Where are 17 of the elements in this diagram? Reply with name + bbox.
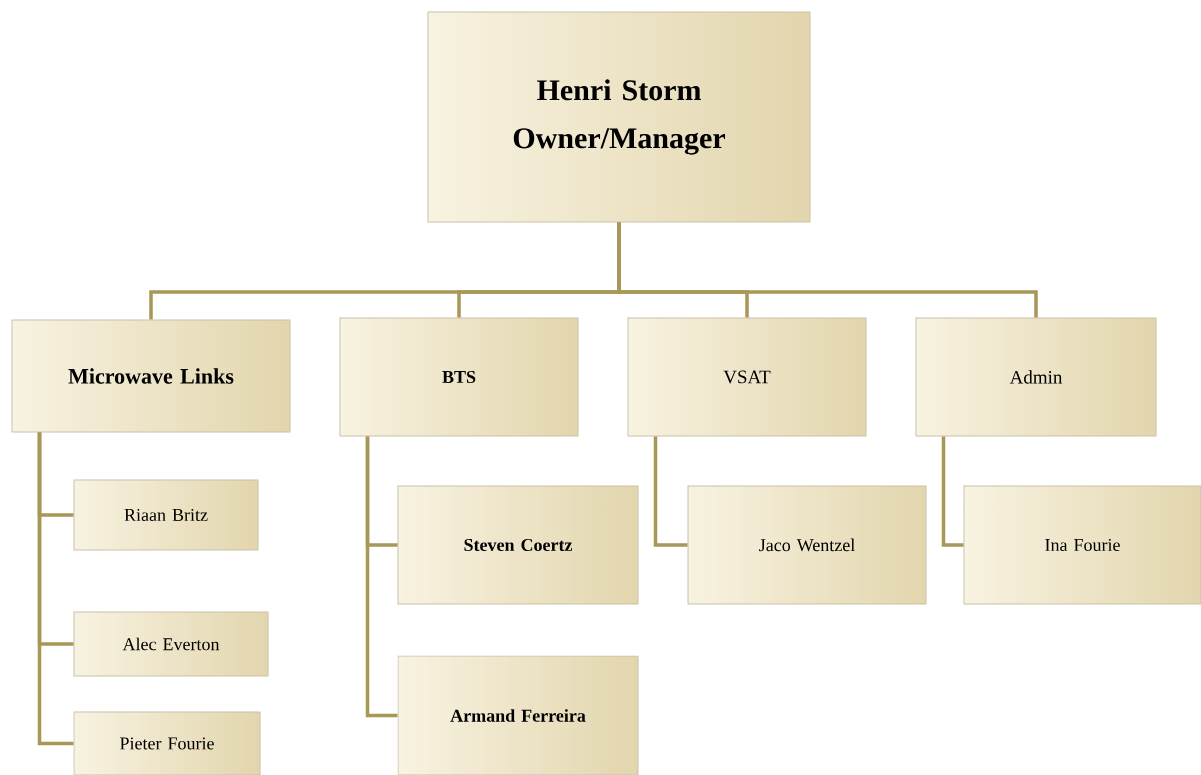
org-box: Alec Everton (73, 611, 269, 677)
org-box: VSAT (627, 317, 867, 437)
org-box: Jaco Wentzel (687, 485, 927, 605)
org-box: Microwave Links (11, 319, 291, 433)
connector-line (617, 222, 1038, 318)
org-box: Admin (915, 317, 1157, 437)
org-box: Henri Storm Owner/Manager (427, 11, 811, 223)
org-box: Steven Coertz (397, 485, 639, 605)
org-box: Armand Ferreira (397, 655, 639, 775)
org-box: Ina Fourie (963, 485, 1201, 605)
org-box: Riaan Britz (73, 479, 259, 551)
connector-line (37, 432, 74, 746)
org-box: Pieter Fourie (73, 711, 261, 775)
connector-line (653, 436, 688, 547)
connector-line (365, 436, 398, 718)
connector-line (941, 436, 964, 547)
org-box: BTS (339, 317, 579, 437)
